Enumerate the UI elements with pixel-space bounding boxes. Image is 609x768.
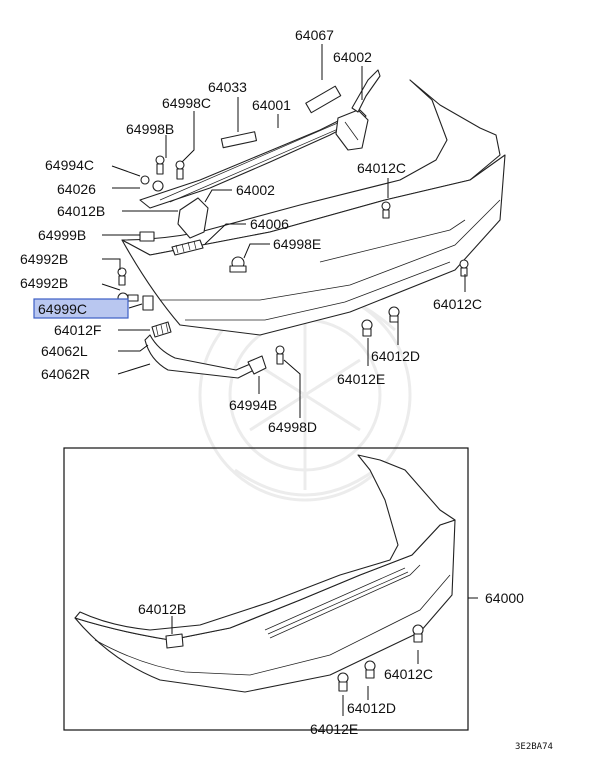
- label-64992B-a: 64992B: [20, 251, 68, 267]
- part-64012F-pad: [151, 321, 172, 338]
- part-labels-upper: 64067 64002 64033 64998C 64001 64998B 64…: [20, 27, 482, 435]
- upper-rail-64001: [139, 109, 367, 209]
- label-64998E: 64998E: [273, 236, 321, 252]
- highlight-64999C[interactable]: [33, 298, 129, 319]
- label-64062R: 64062R: [41, 366, 90, 382]
- label-64000: 64000: [485, 590, 524, 606]
- label-64012C-box: 64012C: [384, 666, 433, 682]
- label-64998C: 64998C: [162, 95, 211, 111]
- label-64033: 64033: [208, 79, 247, 95]
- label-64999C[interactable]: 64999C: [38, 301, 87, 317]
- label-64012D-box: 64012D: [347, 700, 396, 716]
- label-64012E-box: 64012E: [310, 721, 358, 737]
- label-64067: 64067: [295, 27, 334, 43]
- label-64012D-top: 64012D: [371, 348, 420, 364]
- fasteners-lower: [337, 624, 424, 692]
- label-64998B: 64998B: [126, 121, 174, 137]
- label-64012C-right: 64012C: [433, 296, 482, 312]
- bumper-fascia-front-face: [121, 154, 506, 336]
- clip-64994B: [247, 355, 267, 375]
- upper-exploded-view: [117, 69, 506, 379]
- label-64012B-top: 64012B: [57, 203, 105, 219]
- bracket-64002-upper: [335, 109, 369, 151]
- label-64002-top: 64002: [333, 49, 372, 65]
- leader-lines-upper: [101, 44, 466, 418]
- label-64002-mid: 64002: [236, 182, 275, 198]
- label-64012B-box: 64012B: [138, 601, 186, 617]
- label-64998D: 64998D: [268, 419, 317, 435]
- label-64006: 64006: [250, 216, 289, 232]
- diagram-code: 3E2BA74: [515, 742, 553, 752]
- bracket-64002-lower: [177, 197, 209, 239]
- label-64992B-b: 64992B: [20, 275, 68, 291]
- part-64033-strip: [220, 131, 258, 149]
- label-64012C-top: 64012C: [357, 160, 406, 176]
- label-64994C: 64994C: [45, 157, 94, 173]
- part-64012B-pad-box: [165, 633, 184, 649]
- leader-lines-lower: [171, 597, 478, 716]
- part-labels-lower: 64000 64012B 64012C 64012D 64012E: [138, 590, 524, 737]
- label-64062L: 64062L: [41, 343, 88, 359]
- part-64006-strip: [171, 239, 204, 256]
- label-64012E-top: 64012E: [337, 371, 385, 387]
- label-64999B: 64999B: [38, 227, 86, 243]
- bumper-assembly-top: [74, 454, 456, 641]
- label-64001: 64001: [252, 97, 291, 113]
- part-64062-side-molding: [144, 334, 263, 379]
- lower-assembled-bumper: [74, 454, 456, 693]
- label-64012F: 64012F: [54, 322, 101, 338]
- upper-stay: [351, 69, 381, 113]
- label-64026: 64026: [57, 181, 96, 197]
- assembly-frame: [63, 447, 469, 731]
- label-64994B: 64994B: [229, 397, 277, 413]
- part-64067-bar: [305, 85, 342, 114]
